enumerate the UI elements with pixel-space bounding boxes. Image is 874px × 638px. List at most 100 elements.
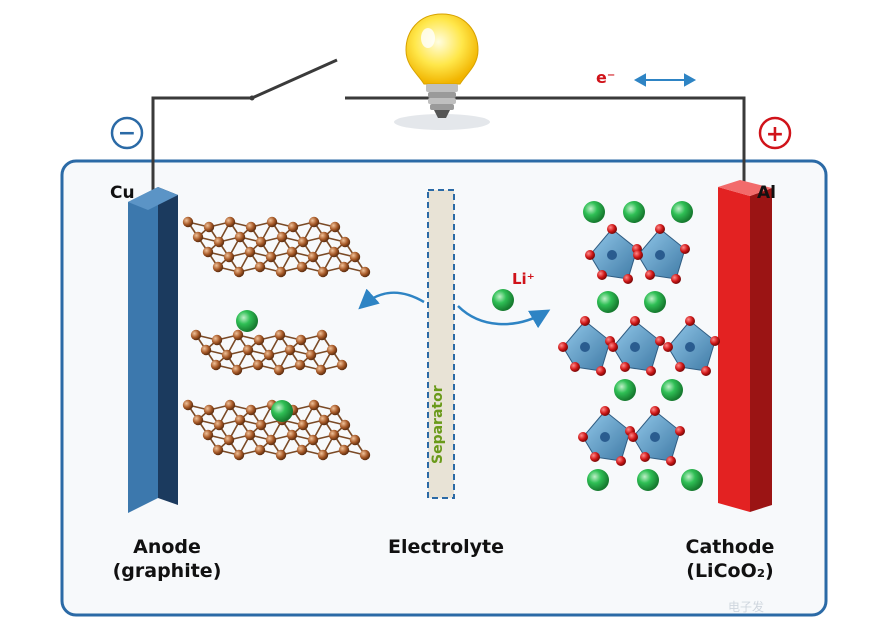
carbon-atom: [212, 444, 224, 456]
carbon-atom: [263, 349, 275, 361]
graphite-layers: [182, 216, 371, 461]
carbon-atom: [265, 251, 277, 263]
cobalt-atom: [650, 432, 660, 442]
carbon-atom: [336, 359, 348, 371]
watermark: 电子发: [728, 600, 765, 614]
lithium-ion-cathode: [614, 379, 636, 401]
oxygen-atom: [590, 452, 600, 462]
oxygen-atom: [685, 316, 695, 326]
oxygen-atom: [608, 342, 618, 352]
oxygen-atom: [630, 316, 640, 326]
carbon-atom: [212, 261, 224, 273]
electron-label: e⁻: [596, 68, 616, 87]
oxygen-atom: [645, 270, 655, 280]
lithium-ion-cathode: [671, 201, 693, 223]
anode-title: Anode: [133, 536, 201, 558]
cobalt-oxygen-octahedron: [608, 316, 665, 376]
oxygen-atom: [710, 336, 720, 346]
carbon-atom: [223, 251, 235, 263]
oxygen-atom: [558, 342, 568, 352]
carbon-atom: [234, 231, 246, 243]
carbon-atom: [234, 414, 246, 426]
oxygen-atom: [620, 362, 630, 372]
graphite-sheet: [190, 329, 348, 376]
carbon-atom: [255, 419, 267, 431]
carbon-atom: [182, 216, 194, 228]
carbon-atom: [224, 216, 236, 228]
carbon-atom: [287, 221, 299, 233]
lithium-ion-cathode: [681, 469, 703, 491]
cathode-material: (LiCoO₂): [686, 560, 774, 582]
carbon-atom: [200, 344, 212, 356]
switch-icon[interactable]: [251, 58, 338, 100]
carbon-atom: [231, 364, 243, 376]
cobalt-atom: [685, 342, 695, 352]
carbon-atom: [265, 434, 277, 446]
carbon-atom: [308, 216, 320, 228]
carbon-atom: [233, 266, 245, 278]
li-ion-arrow-to-anode: [358, 288, 425, 310]
carbon-atom: [316, 329, 328, 341]
lithium-ion-intercalated: [236, 310, 258, 332]
oxygen-atom: [623, 274, 633, 284]
oxygen-atom: [580, 316, 590, 326]
cathode-electrode: [718, 180, 772, 512]
oxygen-atom: [596, 366, 606, 376]
carbon-atom: [318, 414, 330, 426]
carbon-atom: [307, 251, 319, 263]
lithium-ion-label: Li⁺: [512, 270, 535, 288]
anode-label: Anode (graphite): [92, 535, 242, 583]
carbon-atom: [253, 334, 265, 346]
oxygen-atom: [675, 362, 685, 372]
oxygen-atom: [663, 342, 673, 352]
cobalt-oxygen-octahedron: [585, 224, 642, 284]
electron-flow-arrow: [633, 73, 697, 87]
oxygen-atom: [650, 406, 660, 416]
oxygen-atom: [607, 224, 617, 234]
lithium-ion-cathode: [644, 291, 666, 313]
carbon-atom: [338, 444, 350, 456]
carbon-atom: [297, 419, 309, 431]
carbon-atom: [245, 221, 257, 233]
oxygen-atom: [640, 452, 650, 462]
cobalt-oxygen-octahedron: [558, 316, 615, 376]
oxygen-atom: [570, 362, 580, 372]
oxygen-atom: [585, 250, 595, 260]
carbon-atom: [284, 344, 296, 356]
oxygen-atom: [666, 456, 676, 466]
carbon-atom: [338, 261, 350, 273]
carbon-atom: [255, 236, 267, 248]
carbon-atom: [359, 449, 371, 461]
lithium-ion-cathode: [587, 469, 609, 491]
carbon-atom: [339, 419, 351, 431]
cobalt-atom: [580, 342, 590, 352]
cobalt-atom: [630, 342, 640, 352]
carbon-atom: [245, 404, 257, 416]
carbon-atom: [213, 236, 225, 248]
copper-label: Cu: [110, 183, 135, 203]
carbon-atom: [276, 231, 288, 243]
plus-symbol: +: [766, 122, 784, 147]
carbon-atom: [305, 349, 317, 361]
oxygen-atom: [680, 244, 690, 254]
switch-pivot: [249, 95, 255, 101]
cobalt-atom: [655, 250, 665, 260]
carbon-atom: [211, 334, 223, 346]
oxygen-atom: [675, 426, 685, 436]
minus-terminal-icon: −: [110, 116, 144, 150]
carbon-atom: [328, 246, 340, 258]
oxygen-atom: [701, 366, 711, 376]
cobalt-atom: [607, 250, 617, 260]
carbon-atom: [213, 419, 225, 431]
carbon-atom: [329, 221, 341, 233]
lithium-ion-free: [492, 289, 514, 311]
oxygen-atom: [655, 224, 665, 234]
carbon-atom: [210, 359, 222, 371]
carbon-atom: [339, 236, 351, 248]
carbon-atom: [318, 231, 330, 243]
carbon-atom: [297, 236, 309, 248]
carbon-atom: [317, 449, 329, 461]
carbon-atom: [307, 434, 319, 446]
carbon-atom: [275, 449, 287, 461]
